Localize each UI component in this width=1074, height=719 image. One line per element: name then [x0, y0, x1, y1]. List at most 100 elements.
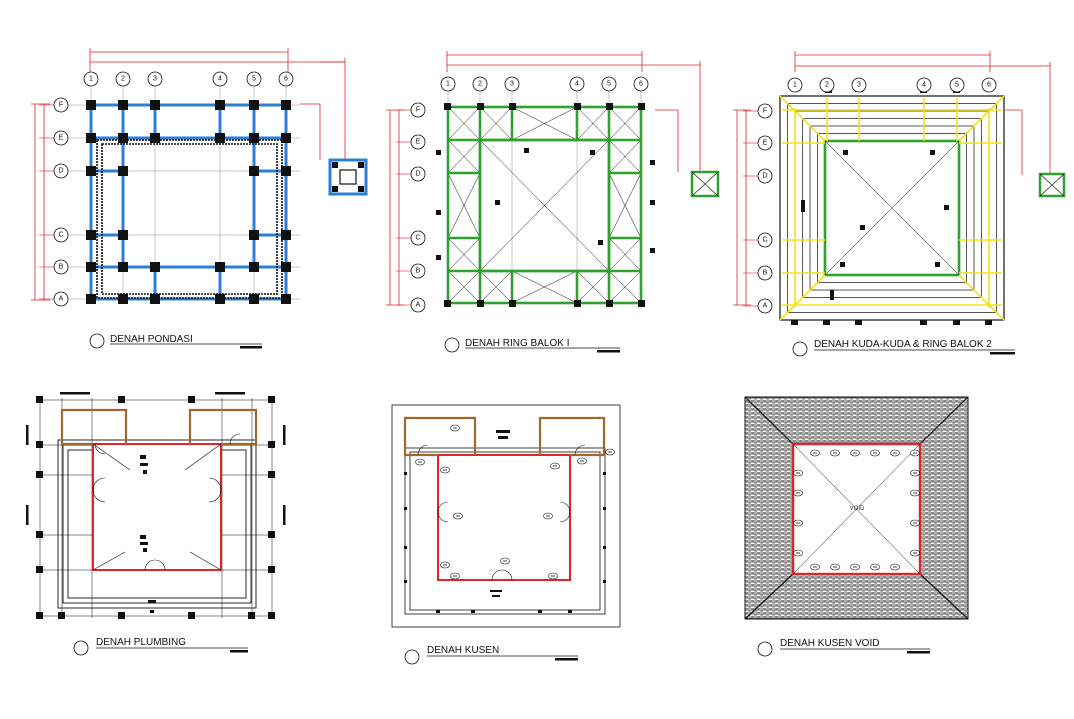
grid-col-bubble [633, 76, 649, 92]
grid-row-bubble [757, 265, 773, 281]
grid-row-bubble [53, 291, 69, 307]
grid-posts [404, 430, 606, 613]
ring-detail [690, 170, 720, 198]
drawing-title-plumbing: DENAH PLUMBING [73, 637, 248, 656]
grid-col-bubble [440, 76, 456, 92]
grid-col-label: 6 [284, 76, 288, 83]
foundation-outline [96, 139, 283, 299]
dimension-lines [386, 51, 701, 306]
grid-col-bubble [601, 76, 617, 92]
title-ring-balok: DENAH RING BALOK I [465, 338, 569, 349]
grid-col-label: 3 [510, 81, 514, 88]
grid-row-bubble [410, 297, 426, 313]
grid-col-label: 1 [446, 81, 450, 88]
grid-col-bubble [147, 71, 163, 87]
frame-tags [415, 424, 615, 580]
grid-col-bubble [787, 77, 803, 93]
grid-row-bubble [53, 163, 69, 179]
frame-tags [793, 449, 920, 571]
plumbing-marks [140, 455, 156, 613]
column-marks [436, 103, 655, 307]
grid-row-bubble [410, 230, 426, 246]
grid-row-label: E [416, 139, 421, 146]
grid-row-label: D [415, 171, 420, 178]
grid-row-label: C [58, 232, 63, 239]
grid-col-bubble [949, 77, 965, 93]
sheet-frame [391, 404, 621, 628]
void-cross [792, 443, 921, 575]
wood-walls [403, 416, 606, 457]
grid-col-label: 2 [478, 81, 482, 88]
grid-col-label: 4 [218, 76, 222, 83]
grid-col-label: 3 [153, 76, 157, 83]
drawing-title-kusen: DENAH KUSEN [404, 645, 578, 665]
grid-row-label: C [762, 237, 767, 244]
purlin [809, 125, 975, 291]
title-kusen: DENAH KUSEN [427, 645, 499, 656]
grid-col-label: 5 [252, 76, 256, 83]
grid-row-bubble [757, 103, 773, 119]
grid-col-bubble [212, 71, 228, 87]
grid-row-label: D [762, 173, 767, 180]
grid-col-bubble [981, 77, 997, 93]
grid-row-bubble [410, 134, 426, 150]
bracing-x [824, 140, 960, 276]
wood-walls [60, 408, 258, 446]
grid-row-bubble [410, 166, 426, 182]
drawing-title-pondasi: DENAH PONDASI [89, 333, 262, 349]
grid-col-label: 4 [575, 81, 579, 88]
grid-row-label: F [59, 102, 63, 109]
grid-col-bubble [819, 77, 835, 93]
grid-row-label: F [416, 107, 420, 114]
grid-row-label: A [763, 303, 768, 310]
grid-row-label: B [59, 264, 64, 271]
grid-row-bubble [53, 97, 69, 113]
door-swings [417, 444, 586, 581]
grid-row-label: B [763, 270, 768, 277]
ring-beams [446, 105, 643, 305]
dimension-lines [733, 51, 1051, 306]
grid-row-bubble [53, 130, 69, 146]
grid-col-bubble [569, 76, 585, 92]
grid-col-label: 4 [922, 82, 926, 89]
kuda-detail [1038, 172, 1066, 198]
grid-row-bubble [757, 135, 773, 151]
grid-row-bubble [757, 232, 773, 248]
grid-col-label: 2 [121, 76, 125, 83]
main-room-wall [92, 443, 222, 571]
grid-col-label: 5 [955, 82, 959, 89]
grid-row-bubble [410, 102, 426, 118]
grid-col-label: 6 [987, 82, 991, 89]
title-kuda-kuda: DENAH KUDA-KUDA & RING BALOK 2 [814, 339, 992, 350]
grid-row-label: F [763, 108, 767, 115]
grid-col-bubble [504, 76, 520, 92]
grid-col-label: 1 [793, 82, 797, 89]
truss-lines [779, 95, 1005, 321]
grid-row-label: D [58, 168, 63, 175]
grid-col-label: 1 [89, 76, 93, 83]
purlin [787, 103, 997, 313]
grid-col-label: 2 [825, 82, 829, 89]
grid-col-bubble [278, 71, 294, 87]
grid-row-label: B [416, 268, 421, 275]
grid-col-bubble [851, 77, 867, 93]
plan-kusen-void: VOID DENAH KUSEN VOID [744, 396, 969, 657]
grid-row-label: A [416, 302, 421, 309]
grid-col-label: 6 [639, 81, 643, 88]
plan-kusen: DENAH KUSEN [391, 404, 621, 665]
bracing-x [447, 106, 642, 304]
grid-leaders [447, 89, 642, 305]
grid-row-bubble [757, 168, 773, 184]
grid-row-bubble [757, 298, 773, 314]
grid-col-label: 3 [857, 82, 861, 89]
grid-col-bubble [83, 71, 99, 87]
grid-row-bubble [410, 263, 426, 279]
